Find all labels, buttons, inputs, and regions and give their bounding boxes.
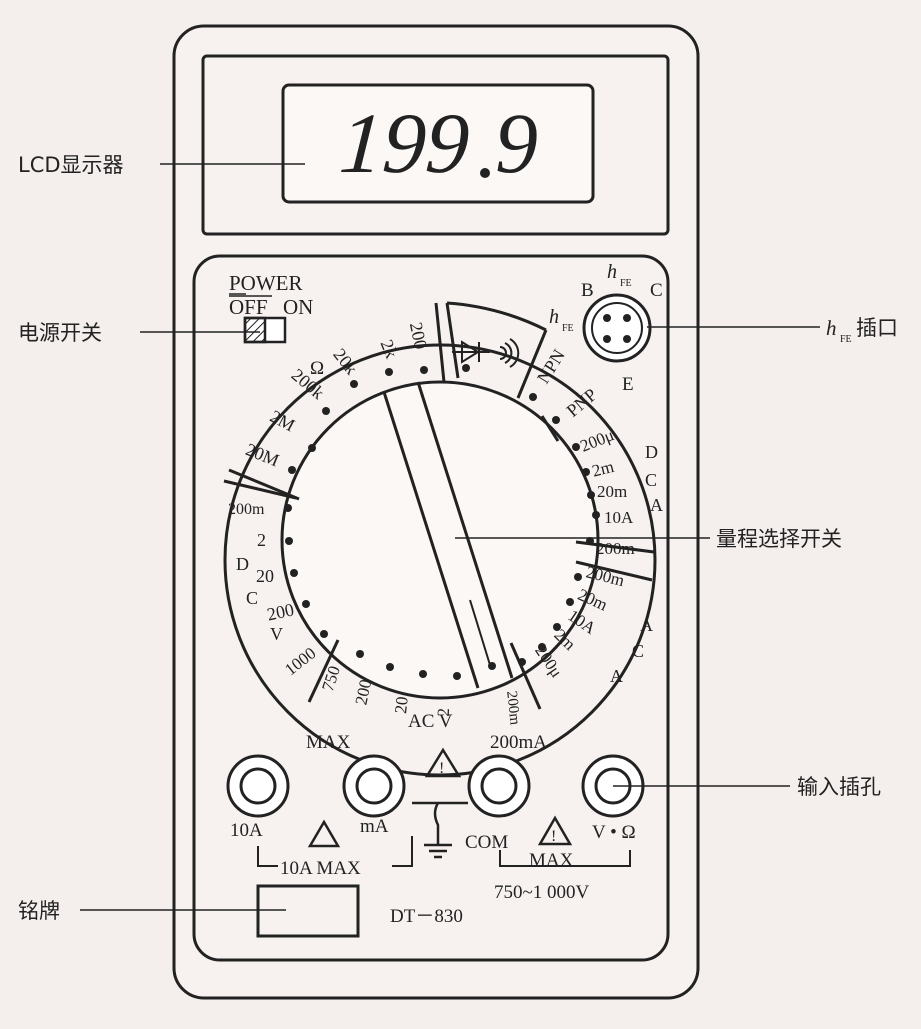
callout-lines: [80, 163, 820, 911]
jack-10a-label: 10A: [230, 820, 263, 841]
hfe-pin-b: B: [581, 280, 594, 301]
callout-jacks: 输入插孔: [797, 775, 881, 799]
aca-side-a: A: [640, 615, 653, 635]
jack-ma[interactable]: [342, 754, 406, 818]
ohm-symbol: Ω: [310, 358, 324, 379]
jack-com[interactable]: [467, 754, 531, 818]
dcv-200m: 200m: [228, 501, 265, 518]
hfe-pin-e: E: [622, 374, 634, 395]
buzzer-icon: [499, 338, 520, 368]
hfe-top-h: h: [607, 261, 617, 283]
dcv-20: 20: [256, 566, 274, 586]
acv-label: AC V: [408, 711, 453, 732]
acv-200: 200: [351, 678, 375, 707]
jack-10a[interactable]: [226, 754, 290, 818]
hfe-pin-c: C: [650, 280, 663, 301]
hfe-pin: [623, 314, 631, 322]
hfe-side-h: h: [549, 306, 559, 328]
dial-segment-separators: [223, 301, 655, 710]
control-panel: [192, 254, 670, 962]
dcv-side-c: C: [246, 588, 258, 608]
jack-vo-label: V • Ω: [592, 822, 636, 843]
dca-200m: 200m: [596, 539, 635, 558]
jack-com-label: COM: [465, 832, 508, 853]
dca-side-c: C: [645, 470, 657, 490]
callout-hfe-h: h: [826, 316, 837, 340]
ground-icon: [412, 801, 468, 859]
warning-triangle-icon: !: [424, 747, 462, 778]
bracket-lines: [257, 836, 631, 867]
power-title: POWER: [229, 271, 303, 295]
warning-triangle-icon: !: [537, 815, 573, 846]
voltage-rating: 750~1 000V: [494, 882, 590, 903]
dca-20m: 20m: [597, 482, 627, 501]
lcd-window: [281, 83, 595, 204]
svg-text:!: !: [551, 828, 556, 845]
hfe-socket[interactable]: [582, 293, 652, 363]
max-right-label: MAX: [529, 850, 574, 871]
hfe-pin: [603, 335, 611, 343]
aca-side-c: C: [632, 641, 644, 661]
selector-knob[interactable]: [280, 380, 600, 700]
power-on: ON: [283, 295, 313, 319]
callout-lcd: LCD显示器: [18, 153, 124, 177]
dca-2m: 2m: [590, 457, 616, 481]
dca-side-a: A: [650, 495, 663, 515]
acv-2: 2: [434, 708, 453, 717]
selector-pointer: [382, 381, 514, 689]
warning-triangle-icon: [307, 819, 341, 848]
hfe-pin: [623, 335, 631, 343]
dcv-side-v: V: [270, 624, 283, 644]
callout-nameplate: 铭牌: [18, 899, 60, 923]
display-frame: [201, 54, 670, 236]
svg-text:!: !: [439, 760, 444, 777]
max-label: MAX: [306, 732, 351, 753]
acv-200m: 200m: [503, 690, 523, 726]
ma-max-label: 200mA: [490, 732, 547, 753]
dca-side-d: D: [645, 442, 658, 462]
callout-hfe-sub: FE: [840, 334, 852, 345]
nameplate: [256, 884, 360, 938]
lcd-digits: 199: [337, 95, 473, 191]
hfe-pin: [603, 314, 611, 322]
callout-selector: 量程选择开关: [716, 527, 842, 551]
lcd-decimal-digit: 9: [495, 95, 538, 191]
callout-hfe-rest: 插口: [856, 316, 898, 340]
power-off: OFF: [229, 295, 268, 319]
dial-position-dots: [284, 364, 600, 680]
hfe-socket-ring: [591, 302, 643, 354]
hfe-side-sub: FE: [562, 323, 574, 334]
diode-icon: [452, 340, 490, 364]
callout-power: 电源开关: [18, 321, 102, 345]
max-10a-label: 10A MAX: [280, 858, 361, 879]
hfe-top-sub: FE: [620, 278, 632, 289]
dcv-2: 2: [257, 530, 266, 550]
acv-20: 20: [391, 696, 412, 715]
power-switch-knob: [243, 316, 267, 344]
dcv-side-d: D: [236, 554, 249, 574]
jack-ma-label: mA: [360, 816, 389, 837]
dca-10A: 10A: [604, 508, 634, 527]
lcd-decimal-point: [480, 168, 490, 178]
model-number: DT－830: [390, 906, 463, 927]
aca-side-a2: A: [610, 666, 623, 686]
